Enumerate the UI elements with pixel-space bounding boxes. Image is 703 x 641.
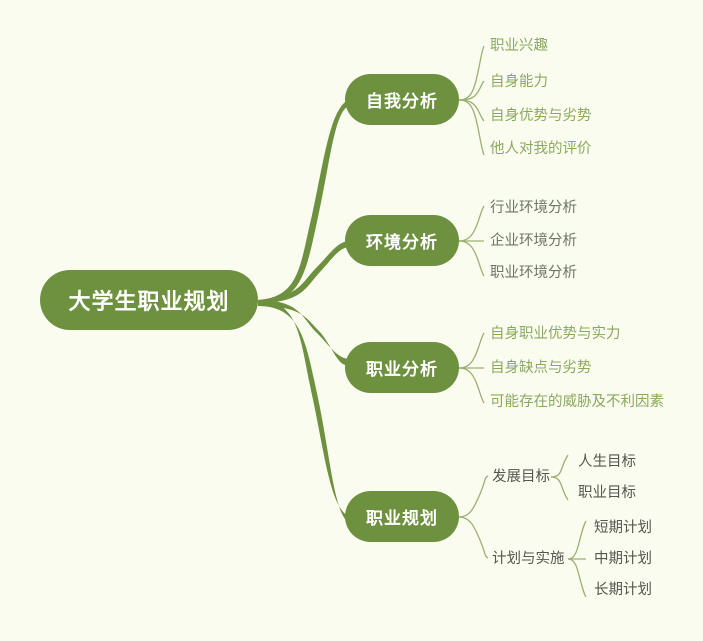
leaf-label[interactable]: 自身缺点与劣势: [490, 360, 592, 376]
leaf-label[interactable]: 行业环境分析: [490, 200, 577, 216]
main-connectors: [258, 100, 348, 522]
sub-leaf-label[interactable]: 短期计划: [594, 520, 652, 536]
leaf-label[interactable]: 企业环境分析: [490, 233, 577, 249]
leaf-connectors-branch-2: [458, 205, 485, 277]
leaf-label[interactable]: 计划与实施: [492, 551, 565, 567]
leaf-label[interactable]: 可能存在的威胁及不利因素: [490, 394, 664, 410]
leaf-connectors-branch-3: [458, 332, 485, 404]
leaf-label[interactable]: 职业兴趣: [490, 38, 548, 54]
main-connector-2: [258, 241, 348, 303]
main-connector-4: [258, 300, 348, 522]
leaf-label[interactable]: 他人对我的评价: [490, 141, 592, 157]
branch-node-self-analysis[interactable]: 自我分析: [345, 74, 459, 125]
sub-leaf-label[interactable]: 中期计划: [594, 551, 652, 567]
branch-node-career-planning[interactable]: 职业规划: [345, 491, 459, 542]
leaf-label[interactable]: 职业环境分析: [490, 265, 577, 281]
leaf-label[interactable]: 自身职业优势与实力: [490, 326, 621, 342]
leaf-label[interactable]: 自身优势与劣势: [490, 108, 592, 124]
sub-connectors-goals: [550, 454, 569, 501]
leaf-connectors-branch-1: [458, 45, 485, 156]
main-connector-1: [258, 100, 348, 303]
leaf-label[interactable]: 自身能力: [490, 74, 548, 90]
sub-leaf-label[interactable]: 人生目标: [578, 454, 636, 470]
branch-node-environment-analysis[interactable]: 环境分析: [345, 215, 459, 266]
root-node[interactable]: 大学生职业规划: [40, 270, 258, 330]
main-connector-3: [258, 300, 348, 366]
leaf-connectors-branch-4: [458, 475, 489, 559]
branch-node-career-analysis[interactable]: 职业分析: [345, 342, 459, 393]
sub-connectors-plans: [567, 520, 587, 598]
sub-leaf-label[interactable]: 长期计划: [594, 582, 652, 598]
leaf-label[interactable]: 发展目标: [492, 469, 550, 485]
sub-leaf-label[interactable]: 职业目标: [578, 485, 636, 501]
